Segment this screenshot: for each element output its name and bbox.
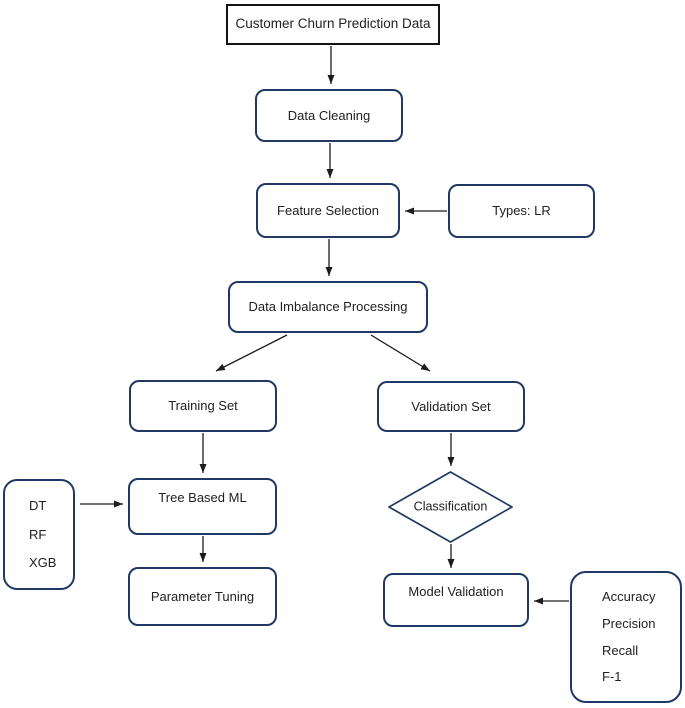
arrow-data-imbalance-to-training-set <box>215 334 288 372</box>
arrow-data-imbalance-to-validation-set <box>370 334 431 372</box>
ml-type-item-dt: DT <box>29 498 47 514</box>
node-metrics-list: Accuracy Precision Recall F-1 <box>570 571 682 703</box>
ml-type-item-xgb: XGB <box>29 555 57 571</box>
node-data-imbalance-processing-label: Data Imbalance Processing <box>248 299 408 315</box>
node-feature-selection-label: Feature Selection <box>277 202 379 218</box>
node-classification-label: Classification <box>413 499 488 514</box>
node-start-label: Customer Churn Prediction Data <box>235 16 431 32</box>
node-model-validation-label: Model Validation <box>408 584 504 599</box>
node-model-validation: Model Validation <box>383 573 529 627</box>
ml-type-item-rf: RF <box>29 526 47 542</box>
node-tree-based-ml: Tree Based ML <box>128 478 277 535</box>
node-parameter-tuning: Parameter Tuning <box>128 567 277 626</box>
node-types-lr-label: Types: LR <box>492 203 551 219</box>
metric-item-precision: Precision <box>602 615 656 631</box>
node-data-imbalance-processing: Data Imbalance Processing <box>228 281 428 333</box>
node-tree-based-ml-label: Tree Based ML <box>158 490 247 505</box>
metric-item-recall: Recall <box>602 642 639 658</box>
node-feature-selection: Feature Selection <box>256 183 400 238</box>
node-classification: Classification <box>388 471 513 543</box>
node-validation-set: Validation Set <box>377 381 525 432</box>
node-data-cleaning: Data Cleaning <box>255 89 403 142</box>
node-training-set: Training Set <box>129 380 277 432</box>
metric-item-f1: F-1 <box>602 669 622 685</box>
node-data-cleaning-label: Data Cleaning <box>287 107 371 123</box>
metric-item-accuracy: Accuracy <box>602 589 656 605</box>
node-training-set-label: Training Set <box>168 398 238 414</box>
node-start: Customer Churn Prediction Data <box>226 4 440 45</box>
node-types-lr: Types: LR <box>448 184 595 238</box>
node-parameter-tuning-label: Parameter Tuning <box>150 588 255 604</box>
classification-diamond-shape <box>388 471 513 543</box>
node-ml-types-list: DT RF XGB <box>3 479 75 590</box>
node-validation-set-label: Validation Set <box>411 398 491 414</box>
